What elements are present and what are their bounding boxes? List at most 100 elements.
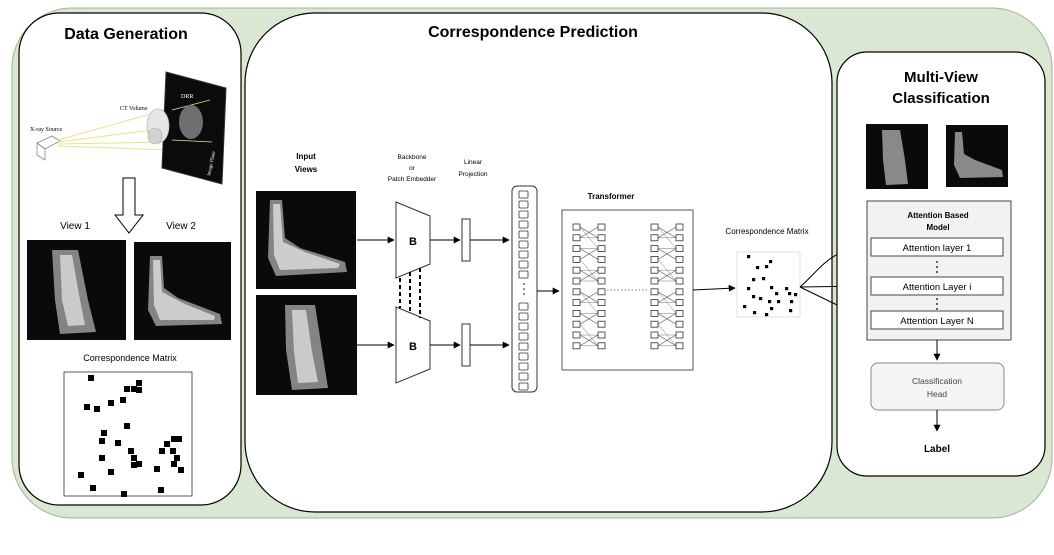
view1-xray-image [27,240,126,340]
linear-label-1: Linear [464,159,483,166]
matrix-cell [770,307,774,311]
foot-shape [882,130,908,185]
backbone-label-3: Patch Embedder [388,176,437,183]
transformer-label: Transformer [588,192,635,201]
transformer-node [572,320,581,328]
xray-beam [57,109,166,141]
matrix-cell [94,406,100,412]
transformer-node [597,266,606,274]
transformer-node [675,309,684,317]
matrix-cell [108,469,114,475]
token-cell [518,240,529,249]
transformer-node [572,266,581,274]
data-generation-title: Data Generation [64,26,188,43]
matrix-cell [164,441,170,447]
transformer-node [650,234,659,242]
ct-volume-detail [147,127,163,145]
matrix-cell [174,455,180,461]
token-cell [518,230,529,239]
matrix-cell [136,380,142,386]
classification-xray-frontal [866,124,928,189]
input-views-label-1: Input [296,152,316,161]
matrix-label-left: Correspondence Matrix [83,353,177,363]
matrix-cell [747,287,751,291]
token-cell [518,382,529,391]
token-cell [518,332,529,341]
view2-label: View 2 [166,221,196,232]
matrix-cell [765,313,769,317]
token-cell [518,260,529,269]
transformer-node [650,288,659,296]
transformer-node [650,299,659,307]
transformer-node [597,255,606,263]
transformer-node [650,245,659,253]
ellipsis-dots-icon [936,261,938,310]
matrix-cell [99,455,105,461]
matrix-cell [790,300,794,304]
transformer-node [650,255,659,263]
attention-edge [579,248,599,260]
matrix-cell [768,300,772,304]
attention-edge [657,248,677,260]
attention-model-label-2: Model [926,223,949,232]
image-plane-label: Image Plane [207,150,217,176]
correspondence-prediction-panel [244,12,833,513]
transformer-node [675,245,684,253]
xray-source-side [36,142,46,161]
matrix-cell [120,397,126,403]
transformer-node [675,320,684,328]
token-cell [518,270,529,279]
transformer-node [597,223,606,231]
backbone-block-bottom [395,306,431,384]
xray-source-label: X-ray Source [30,127,62,133]
view2-xray-image [134,242,231,340]
token-cell [518,372,529,381]
correspondence-matrix-left [63,371,193,497]
transformer-node [675,331,684,339]
attention-edge [657,226,677,239]
ellipsis-dot [523,293,525,295]
matrix-cell [752,295,756,299]
attention-edge [657,313,677,325]
backbone-block-top [395,201,431,279]
matrix-cell [743,305,747,309]
matrix-cell [752,278,756,282]
backbone-bottom-label: B [409,341,417,353]
arrow [692,284,736,292]
matrix-cell [788,292,792,296]
matrix-cell [753,311,757,315]
matrix-cell [756,266,760,270]
matrix-cell [762,277,766,281]
linear-label-2: Projection [459,171,488,178]
token-cell [518,302,529,311]
view1-label: View 1 [60,221,90,232]
classification-head-label-1: Classification [912,376,962,386]
matrix-cell [131,455,137,461]
matrix-label-center: Correspondence Matrix [725,227,808,236]
drr-label: DRR [181,94,193,100]
matrix-cell [785,287,789,291]
token-cell [518,342,529,351]
matrix-cell [154,466,160,472]
foot-bones [153,260,215,320]
input-views-label-2: Views [295,165,318,174]
matrix-cell [171,436,177,442]
transformer-node [572,288,581,296]
transformer-node [650,342,659,350]
matrix-cell [794,293,798,297]
drr-illustration: X-ray Source CT Volume DRR Image Plane [30,71,227,185]
transformer-node [597,320,606,328]
xray-beam [171,139,213,143]
transformer-node [597,299,606,307]
attention-edge [579,291,599,303]
correspondence-prediction-title: Correspondence Prediction [428,24,638,41]
transformer-node [572,342,581,350]
matrix-cell [775,292,779,296]
attention-edge [579,269,599,282]
matrix-cell [99,438,105,444]
token-cell [518,250,529,259]
matrix-cell [770,286,774,290]
matrix-cell [170,448,176,454]
classification-head [870,362,1005,411]
matrix-cell [78,472,84,478]
